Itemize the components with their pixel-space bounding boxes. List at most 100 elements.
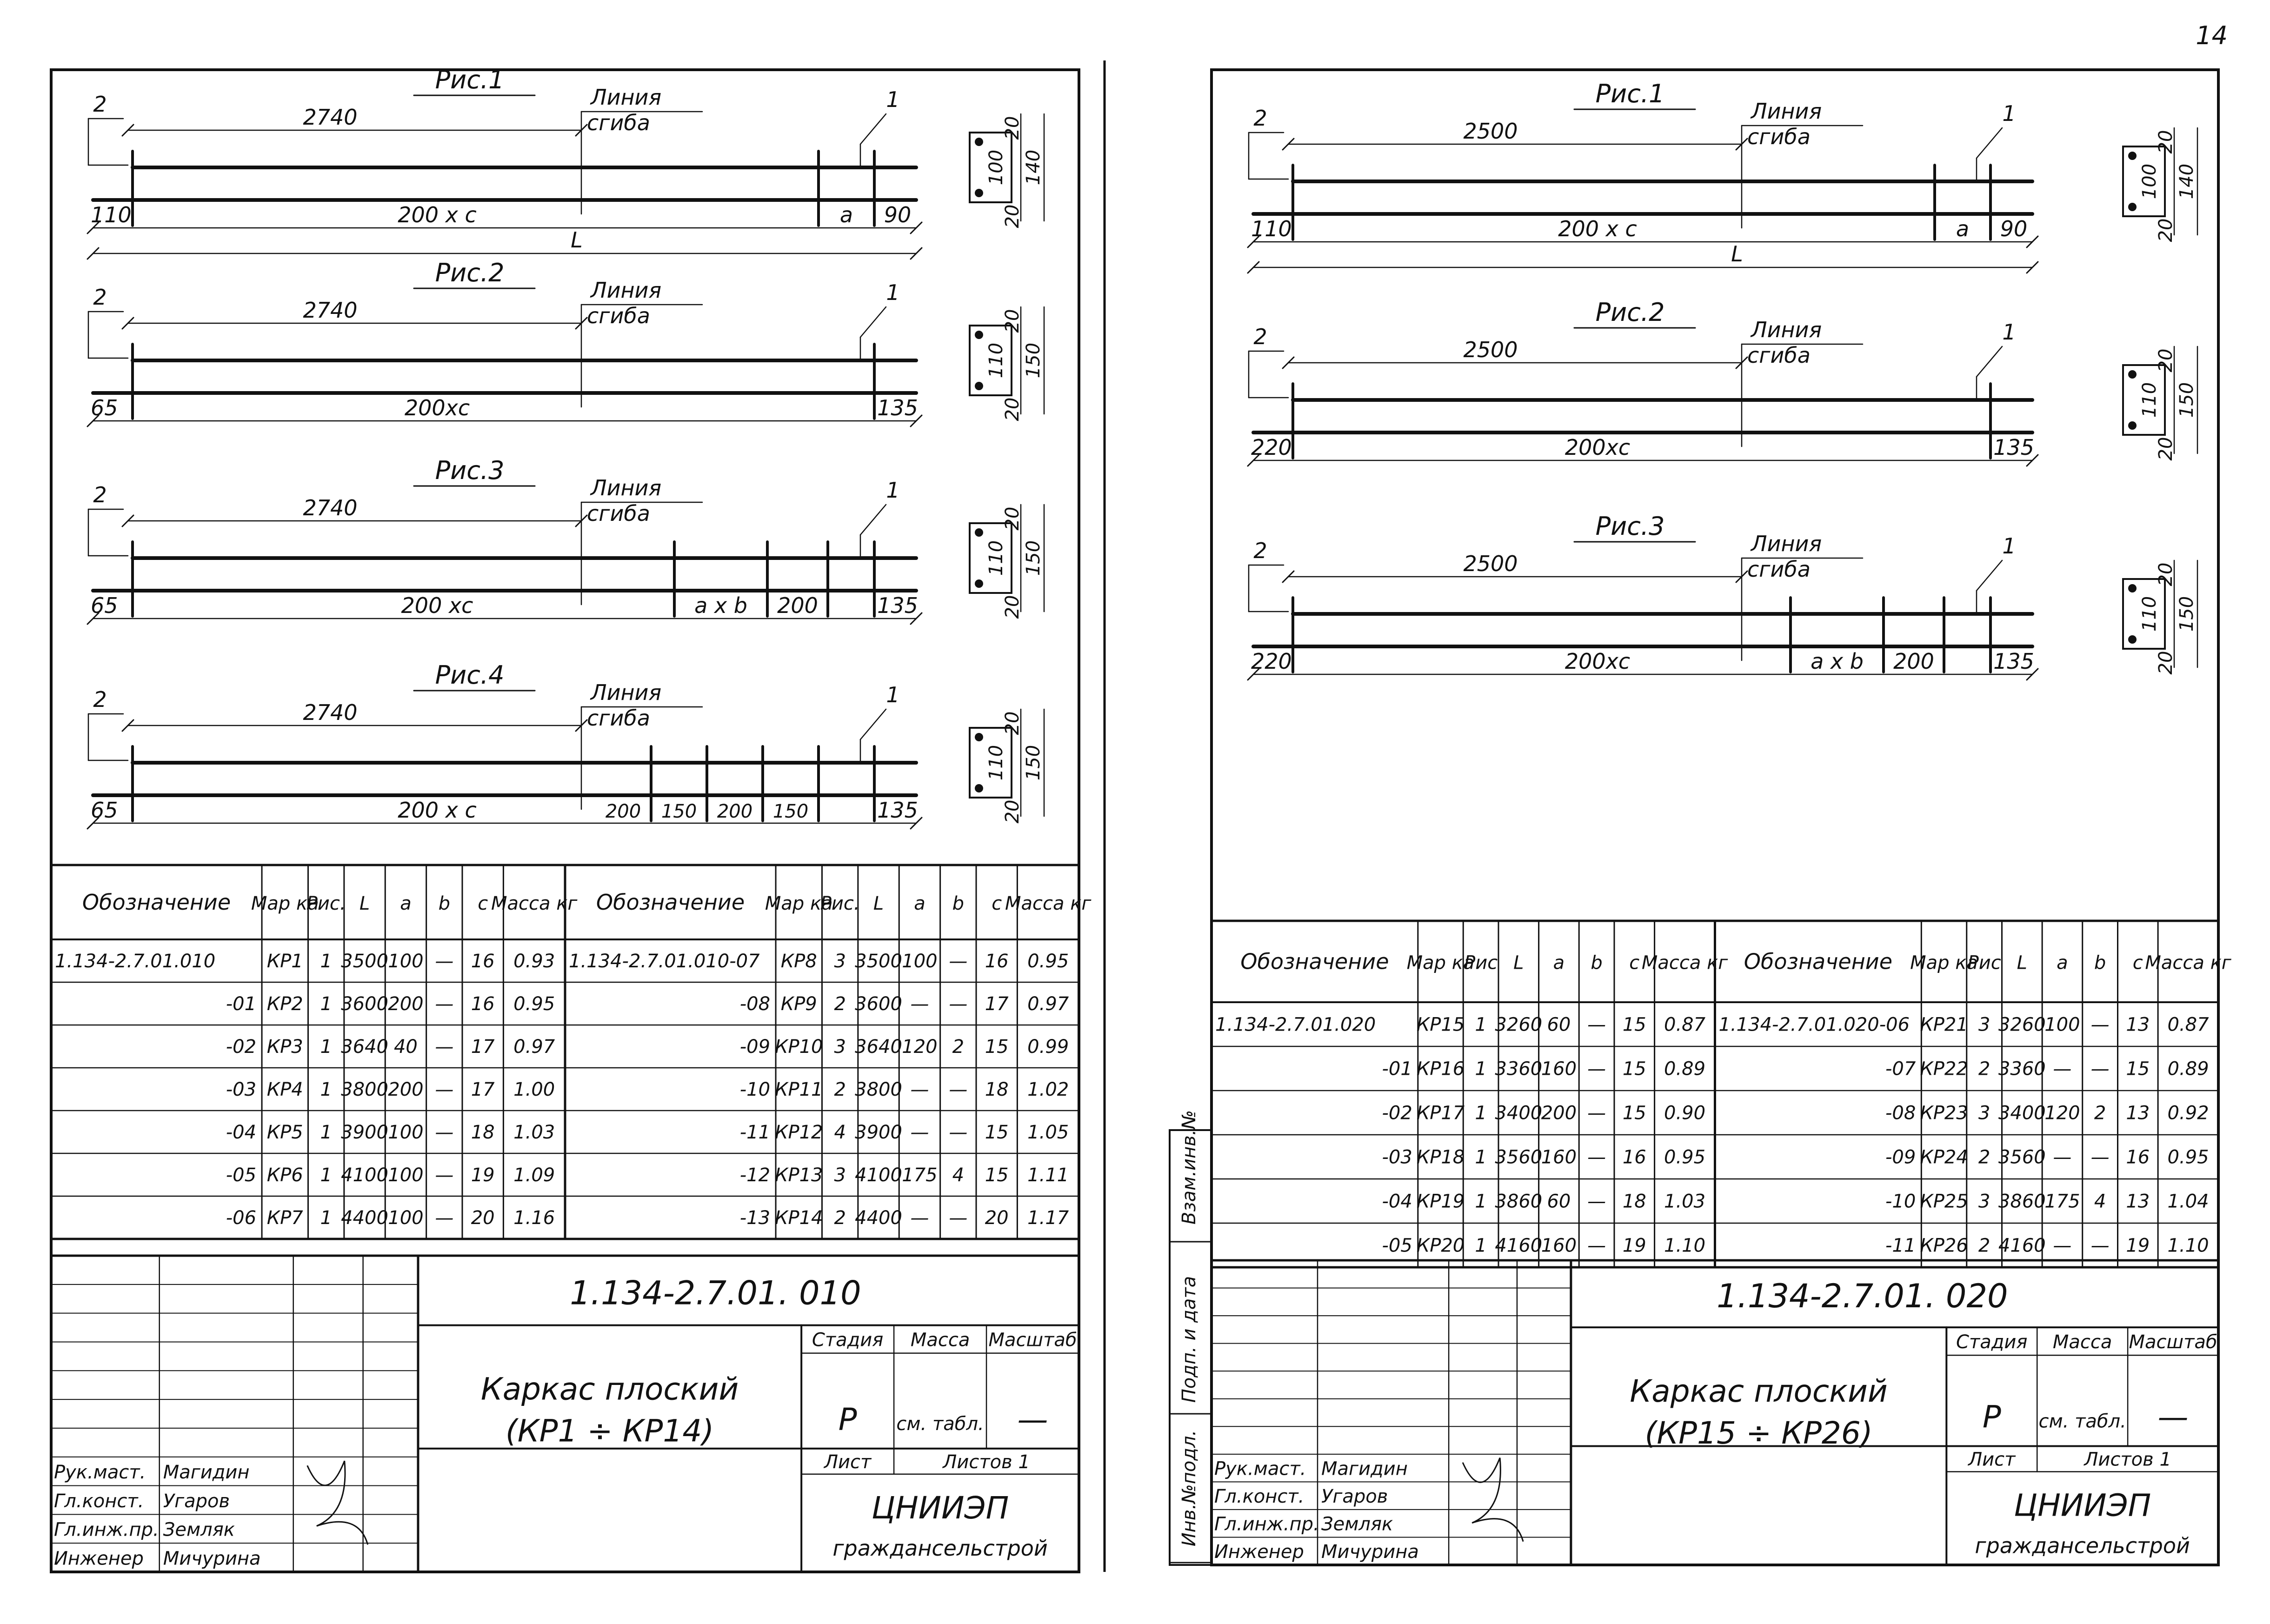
table-cell: КР21 (1920, 1014, 1968, 1036)
table-cell: 1.134-2.7.01.020-06 (1719, 1014, 1910, 1036)
section-bar (2128, 635, 2137, 644)
cross-section-frame (969, 325, 1012, 396)
page-number: 14 (2196, 21, 2228, 50)
table-header-cell: b (2094, 952, 2106, 974)
leader-line (859, 708, 887, 740)
section-dimension: 150 (1023, 343, 1044, 378)
table-header-cell: a (400, 893, 412, 914)
table-cell: 1.11 (1027, 1165, 1069, 1186)
table-cell: 1 (320, 1165, 332, 1186)
table-cell: 3560 (1998, 1147, 2046, 1168)
signature-name: Мичурина (163, 1548, 261, 1570)
leader-label-2: 2 (1253, 106, 1267, 131)
table-cell: 100 (2044, 1014, 2080, 1036)
section-bar (975, 733, 983, 741)
table-cell: КР25 (1920, 1191, 1968, 1212)
signature-role: Гл.конст. (54, 1491, 144, 1512)
table-cell: 0.97 (1027, 993, 1069, 1015)
table-cell: 100 (388, 1207, 423, 1229)
organization-subname: граждансельстрой (1975, 1533, 2190, 1558)
table-header-cell: Масса кг (491, 893, 578, 914)
table-cell: -07 (1885, 1058, 1916, 1080)
figure-title: Рис.1 (1596, 79, 1665, 108)
table-cell: 4160 (1998, 1235, 2046, 1257)
fold-line-label: Линия (1750, 531, 1822, 556)
stage-label: Стадия (1956, 1331, 2027, 1353)
table-cell: — (910, 1079, 929, 1100)
table-cell: КР14 (775, 1207, 823, 1229)
dimension-segment: 200 (606, 801, 641, 822)
table-header-cell: Обозначение (82, 890, 231, 915)
table-cell: 4160 (1495, 1235, 1542, 1257)
leader-label-1: 1 (2002, 533, 2016, 559)
fold-line-label: Линия (1750, 317, 1822, 342)
table-cell: 18 (471, 1122, 495, 1143)
side-stamp-frame (1169, 1129, 1212, 1566)
table-cell: — (2091, 1058, 2110, 1080)
cross-section-frame (969, 132, 1012, 203)
table-cell: — (435, 1122, 453, 1143)
table-cell: 3360 (1495, 1058, 1542, 1080)
side-stamp-label: Взам.инв.№ (1178, 1110, 1200, 1225)
table-header-cell: Обозначение (1744, 949, 1892, 974)
table-cell: 200 (388, 1079, 423, 1100)
dimension-top: 2740 (303, 298, 357, 323)
signature-name: Земляк (1321, 1514, 1393, 1535)
table-cell: 2 (834, 1079, 845, 1100)
signature-role: Гл.инж.пр. (1214, 1514, 1319, 1535)
table-cell: -01 (226, 993, 256, 1015)
dimension-left: 110 (91, 202, 132, 227)
table-cell: КР26 (1920, 1235, 1968, 1257)
section-bar (975, 382, 983, 390)
table-cell: 19 (1623, 1235, 1646, 1257)
table-cell: 3640 (855, 1036, 902, 1058)
table-cell: КР6 (267, 1165, 303, 1186)
table-cell: КР7 (267, 1207, 304, 1229)
scale-value: — (1018, 1402, 1048, 1438)
table-cell: 3640 (341, 1036, 388, 1058)
section-dimension: 20 (2155, 563, 2177, 586)
table-cell: КР3 (267, 1036, 303, 1058)
table-cell: 1.09 (513, 1165, 555, 1186)
section-bar (2128, 421, 2137, 430)
table-header-cell: a (914, 893, 925, 914)
table-cell: 3260 (1495, 1014, 1542, 1036)
dimension-tick (1282, 356, 1295, 369)
leader-label-2: 2 (93, 687, 107, 712)
dimension-tick (1282, 138, 1295, 151)
table-cell: 17 (471, 1036, 495, 1058)
title-block-frame (50, 1254, 1080, 1573)
table-cell: 3260 (1998, 1014, 2046, 1036)
table-cell: — (435, 1207, 453, 1229)
table-cell: — (949, 951, 967, 972)
table-cell: 120 (2044, 1103, 2080, 1124)
organization-name: ЦНИИЭП (2014, 1488, 2151, 1524)
section-dimension: 20 (2155, 130, 2177, 154)
table-cell: — (1587, 1191, 1606, 1212)
table-cell: 16 (1623, 1147, 1646, 1168)
table-cell: — (1587, 1147, 1606, 1168)
section-dimension: 20 (1002, 595, 1023, 619)
dimension-spacing: 200 x c (398, 798, 477, 823)
table-header-cell: Обозначение (596, 890, 745, 915)
dimension-spacing: 200xc (1565, 435, 1630, 460)
section-bar (2128, 152, 2137, 160)
table-cell: 3360 (1998, 1058, 2046, 1080)
table-cell: 3 (1978, 1191, 1990, 1212)
table-cell: — (949, 1122, 967, 1143)
scale-label: Масштаб (2129, 1331, 2217, 1353)
section-dimension: 20 (2155, 349, 2177, 373)
signature-name: Магидин (1321, 1458, 1408, 1479)
dimension-segment: 150 (661, 801, 697, 822)
section-dimension: 100 (985, 150, 1007, 185)
leader-label-1: 1 (2002, 101, 2016, 126)
dimension-200: 200 (1893, 649, 1934, 674)
organization-name: ЦНИИЭП (872, 1490, 1009, 1526)
signature-scribble (306, 1460, 369, 1545)
table-cell: 15 (1623, 1103, 1646, 1124)
section-dimension: 20 (1002, 800, 1023, 824)
section-bar (2128, 584, 2137, 592)
table-cell: — (2091, 1014, 2110, 1036)
table-cell: КР4 (267, 1079, 303, 1100)
table-cell: -05 (226, 1165, 256, 1186)
